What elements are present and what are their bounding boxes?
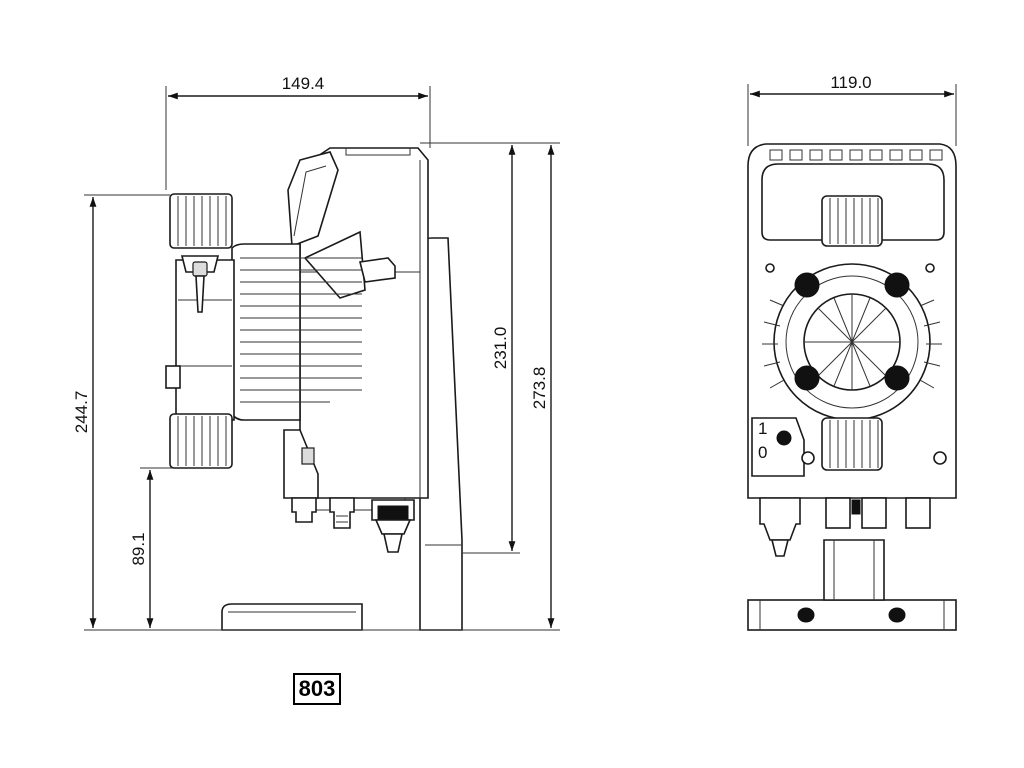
dim-total-height: 273.8 xyxy=(530,367,549,410)
drawing-code-box: 803 xyxy=(293,673,341,705)
cable-glands xyxy=(291,497,355,529)
front-lower-nut xyxy=(821,417,883,471)
pump-head-spokes xyxy=(804,294,900,390)
bolt-bottom-left xyxy=(794,365,820,391)
front-upper-nut xyxy=(821,195,883,247)
lower-nut xyxy=(169,413,233,469)
dim-height-to-inlet: 244.7 xyxy=(72,391,91,434)
bolt-bottom-right xyxy=(884,365,910,391)
drawing-code: 803 xyxy=(298,676,336,701)
bolt-top-right xyxy=(884,272,910,298)
cooling-fins xyxy=(240,257,362,403)
dim-front-width: 119.0 xyxy=(830,73,871,92)
dim-outlet-height: 89.1 xyxy=(129,532,148,565)
front-view: 1 0 xyxy=(747,143,957,631)
top-vents xyxy=(769,149,943,161)
upper-nut xyxy=(169,193,233,249)
dim-side-width: 149.4 xyxy=(282,74,325,93)
switch-off-label: 0 xyxy=(758,443,767,462)
switch-on-label: 1 xyxy=(758,419,767,438)
bolt-top-left xyxy=(794,272,820,298)
outlet-fitting xyxy=(371,499,415,553)
dim-body-height: 231.0 xyxy=(491,327,510,370)
side-view xyxy=(165,147,463,631)
dimension-lines xyxy=(84,84,957,631)
front-bottom-fittings xyxy=(759,497,931,557)
radial-ribs xyxy=(762,299,942,389)
